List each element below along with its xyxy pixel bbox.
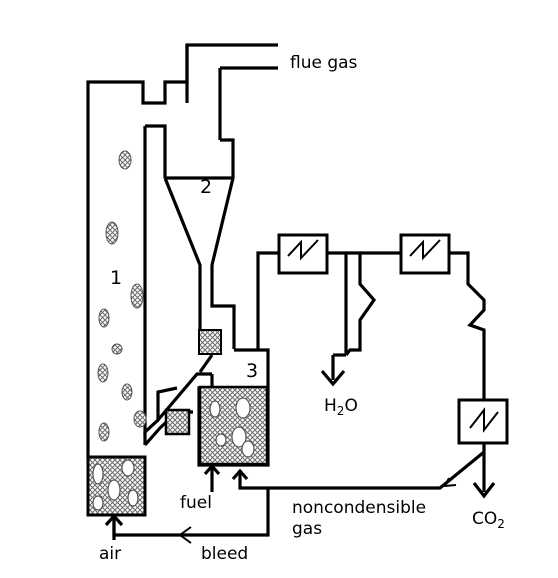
label-reactor-3: 3 bbox=[246, 360, 258, 382]
heat-exchanger-icon bbox=[277, 233, 329, 275]
gas-processing-train: H2O CO2 bbox=[112, 233, 509, 544]
label-bleed: bleed bbox=[201, 544, 248, 564]
label-air: air bbox=[99, 544, 121, 564]
cyclone-2: 2 bbox=[163, 45, 236, 355]
heat-exchanger-icon bbox=[399, 233, 451, 275]
riser-particles bbox=[97, 150, 147, 442]
inlet-arrows bbox=[104, 463, 221, 540]
cyclone-dipleg-solids bbox=[198, 329, 222, 355]
label-water: H2O bbox=[324, 396, 358, 418]
label-fuel: fuel bbox=[180, 493, 212, 513]
label-noncondensible-1: noncondensible bbox=[292, 498, 426, 518]
label-noncondensible-2: gas bbox=[292, 519, 322, 539]
arrow-icon bbox=[104, 513, 124, 527]
label-flue-gas: flue gas bbox=[290, 53, 358, 73]
fuel-reactor-bed bbox=[198, 385, 269, 466]
label-co2: CO2 bbox=[472, 509, 505, 531]
compressor-icon bbox=[344, 251, 377, 356]
label-reactor-1: 1 bbox=[110, 267, 122, 289]
label-cyclone-2: 2 bbox=[200, 176, 212, 198]
loop-seal bbox=[143, 354, 214, 447]
fuel-reactor-3: 3 bbox=[197, 251, 278, 467]
arrow-icon bbox=[203, 463, 221, 476]
